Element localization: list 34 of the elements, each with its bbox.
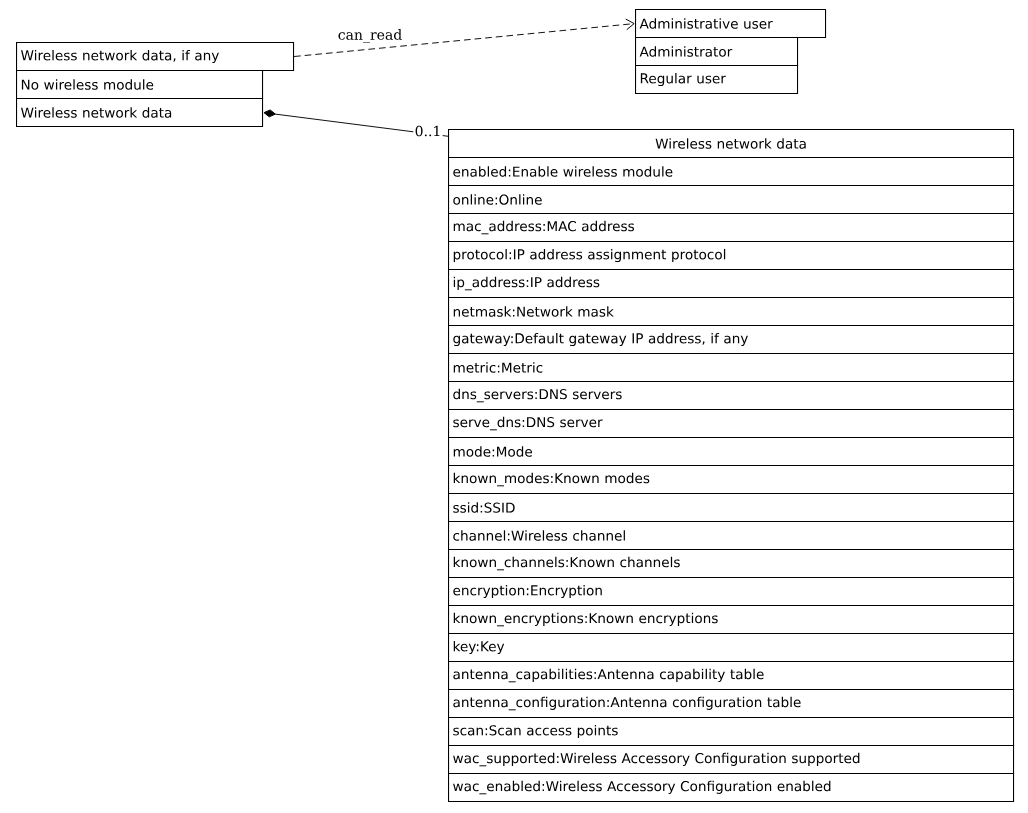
table-cell: antenna_configuration:Antenna configuration table bbox=[448, 689, 1015, 719]
table-cell: dns_servers:DNS servers bbox=[448, 381, 1015, 411]
table-cell: serve_dns:DNS server bbox=[448, 409, 1015, 439]
table-cell: Administrative user bbox=[635, 9, 827, 39]
table-cell: No wireless module bbox=[16, 70, 264, 100]
table-cell: encryption:Encryption bbox=[448, 577, 1015, 607]
table-cell: wac_enabled:Wireless Accessory Configuration enabled bbox=[448, 773, 1015, 803]
table-cell: gateway:Default gateway IP address, if any bbox=[448, 325, 1015, 355]
table-cell: Wireless network data bbox=[16, 98, 264, 128]
table-cell: wac_supported:Wireless Accessory Configuration supported bbox=[448, 745, 1015, 775]
table-cell: known_encryptions:Known encryptions bbox=[448, 605, 1015, 635]
table-header: Wireless network data bbox=[448, 129, 1015, 159]
table-cell: online:Online bbox=[448, 185, 1015, 215]
table-cell: mode:Mode bbox=[448, 437, 1015, 467]
table-cell: Wireless network data, if any bbox=[16, 42, 295, 72]
table-cell: known_modes:Known modes bbox=[448, 465, 1015, 495]
table-cell: channel:Wireless channel bbox=[448, 521, 1015, 551]
connector-arrow bbox=[293, 18, 635, 57]
table-cell: protocol:IP address assignment protocol bbox=[448, 241, 1015, 271]
table-cell: known_channels:Known channels bbox=[448, 549, 1015, 579]
table-cell: metric:Metric bbox=[448, 353, 1015, 383]
composition-line bbox=[263, 109, 449, 137]
table-cell: mac_address:MAC address bbox=[448, 213, 1015, 243]
table-cell: enabled:Enable wireless module bbox=[448, 157, 1015, 187]
table-cell: netmask:Network mask bbox=[448, 297, 1015, 327]
table-cell: Regular user bbox=[635, 65, 799, 95]
table-cell: antenna_capabilities:Antenna capability table bbox=[448, 661, 1015, 691]
table-cell: key:Key bbox=[448, 633, 1015, 663]
edge-label: can_read bbox=[336, 27, 404, 45]
table-cell: scan:Scan access points bbox=[448, 717, 1015, 747]
table-cell: Administrator bbox=[635, 37, 799, 67]
edge-label: 0..1 bbox=[413, 124, 443, 138]
table-cell: ssid:SSID bbox=[448, 493, 1015, 523]
table-cell: ip_address:IP address bbox=[448, 269, 1015, 299]
